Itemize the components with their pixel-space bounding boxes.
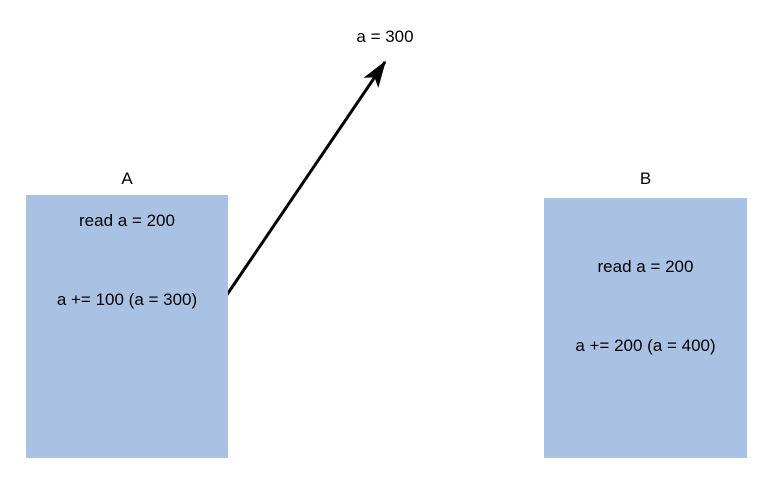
process-b-box [544,198,747,458]
process-a-box [26,195,228,458]
process-b-title: B [639,169,652,188]
process-b-statement-increment: a += 200 (a = 400) [575,336,716,355]
arrow-result-label: a = 300 [356,27,414,46]
process-a-statement-read: read a = 200 [79,211,175,230]
process-b-statement-read: read a = 200 [597,257,694,276]
process-a-statement-increment: a += 100 (a = 300) [56,290,198,309]
process-a-title: A [121,169,133,188]
result-arrow [220,60,387,303]
